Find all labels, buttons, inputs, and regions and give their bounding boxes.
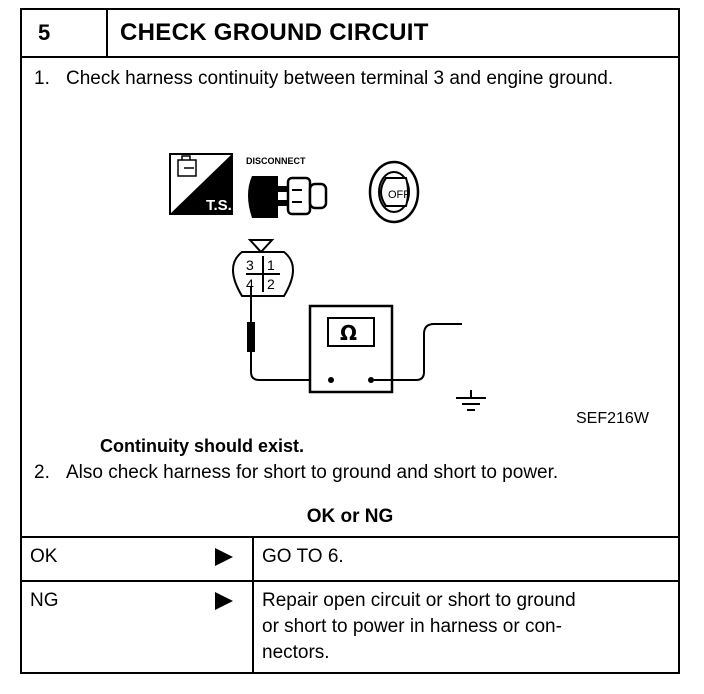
probe-lead-left	[247, 286, 331, 381]
result-action-ng: Repair open circuit or short to ground o…	[252, 580, 678, 672]
step-2-text: Also check harness for short to ground a…	[66, 462, 559, 483]
ohmmeter: Ω	[308, 304, 394, 394]
ng-action-line: Repair open circuit or short to ground	[262, 590, 576, 611]
step-header: 5 CHECK GROUND CIRCUIT	[22, 10, 678, 58]
step-2-number: 2.	[34, 462, 50, 483]
procedure-box: 5 CHECK GROUND CIRCUIT 1. Check harness …	[20, 8, 680, 674]
step-1-text: Check harness continuity between termina…	[66, 68, 614, 89]
arrow-right-icon	[215, 592, 233, 610]
harness-connector: 3 1 4 2	[232, 239, 294, 297]
test-diagram: T.S. DISCONNECT OFF 3 1 4 2	[169, 153, 462, 394]
ohm-symbol: Ω	[340, 321, 357, 345]
step-1-number: 1.	[34, 68, 50, 89]
result-table: OK GO TO 6. NG Repair open circuit or sh…	[22, 536, 678, 672]
disconnect-label: DISCONNECT	[246, 156, 306, 166]
arrow-right-icon	[215, 548, 233, 566]
result-label-ng: NG	[22, 580, 196, 672]
ignition-label: OFF	[388, 189, 410, 201]
result-heading: OK or NG	[306, 506, 394, 527]
probe-lead-right	[374, 323, 462, 381]
step-number: 5	[22, 10, 108, 56]
ignition-off-icon: OFF	[368, 160, 420, 224]
result-row-ng: NG Repair open circuit or short to groun…	[22, 580, 678, 672]
terminal-3: 3	[246, 257, 254, 273]
ts-icon: T.S.	[169, 153, 233, 215]
ts-label: T.S.	[206, 197, 232, 214]
ground-symbol	[456, 390, 486, 411]
terminal-4: 4	[246, 276, 254, 292]
step-title: CHECK GROUND CIRCUIT	[120, 19, 429, 46]
terminal-2: 2	[267, 276, 275, 292]
result-action-ok: GO TO 6.	[252, 536, 678, 581]
result-label-ok: OK	[22, 536, 196, 581]
result-row-ok: OK GO TO 6.	[22, 536, 678, 581]
spec-note: Continuity should exist.	[100, 436, 305, 456]
ng-action-line: or short to power in harness or con-	[262, 616, 562, 637]
ng-action-line: nectors.	[262, 642, 330, 663]
figure-id: SEF216W	[576, 410, 649, 427]
disconnect-icon: DISCONNECT	[246, 156, 328, 218]
terminal-1: 1	[267, 257, 275, 273]
